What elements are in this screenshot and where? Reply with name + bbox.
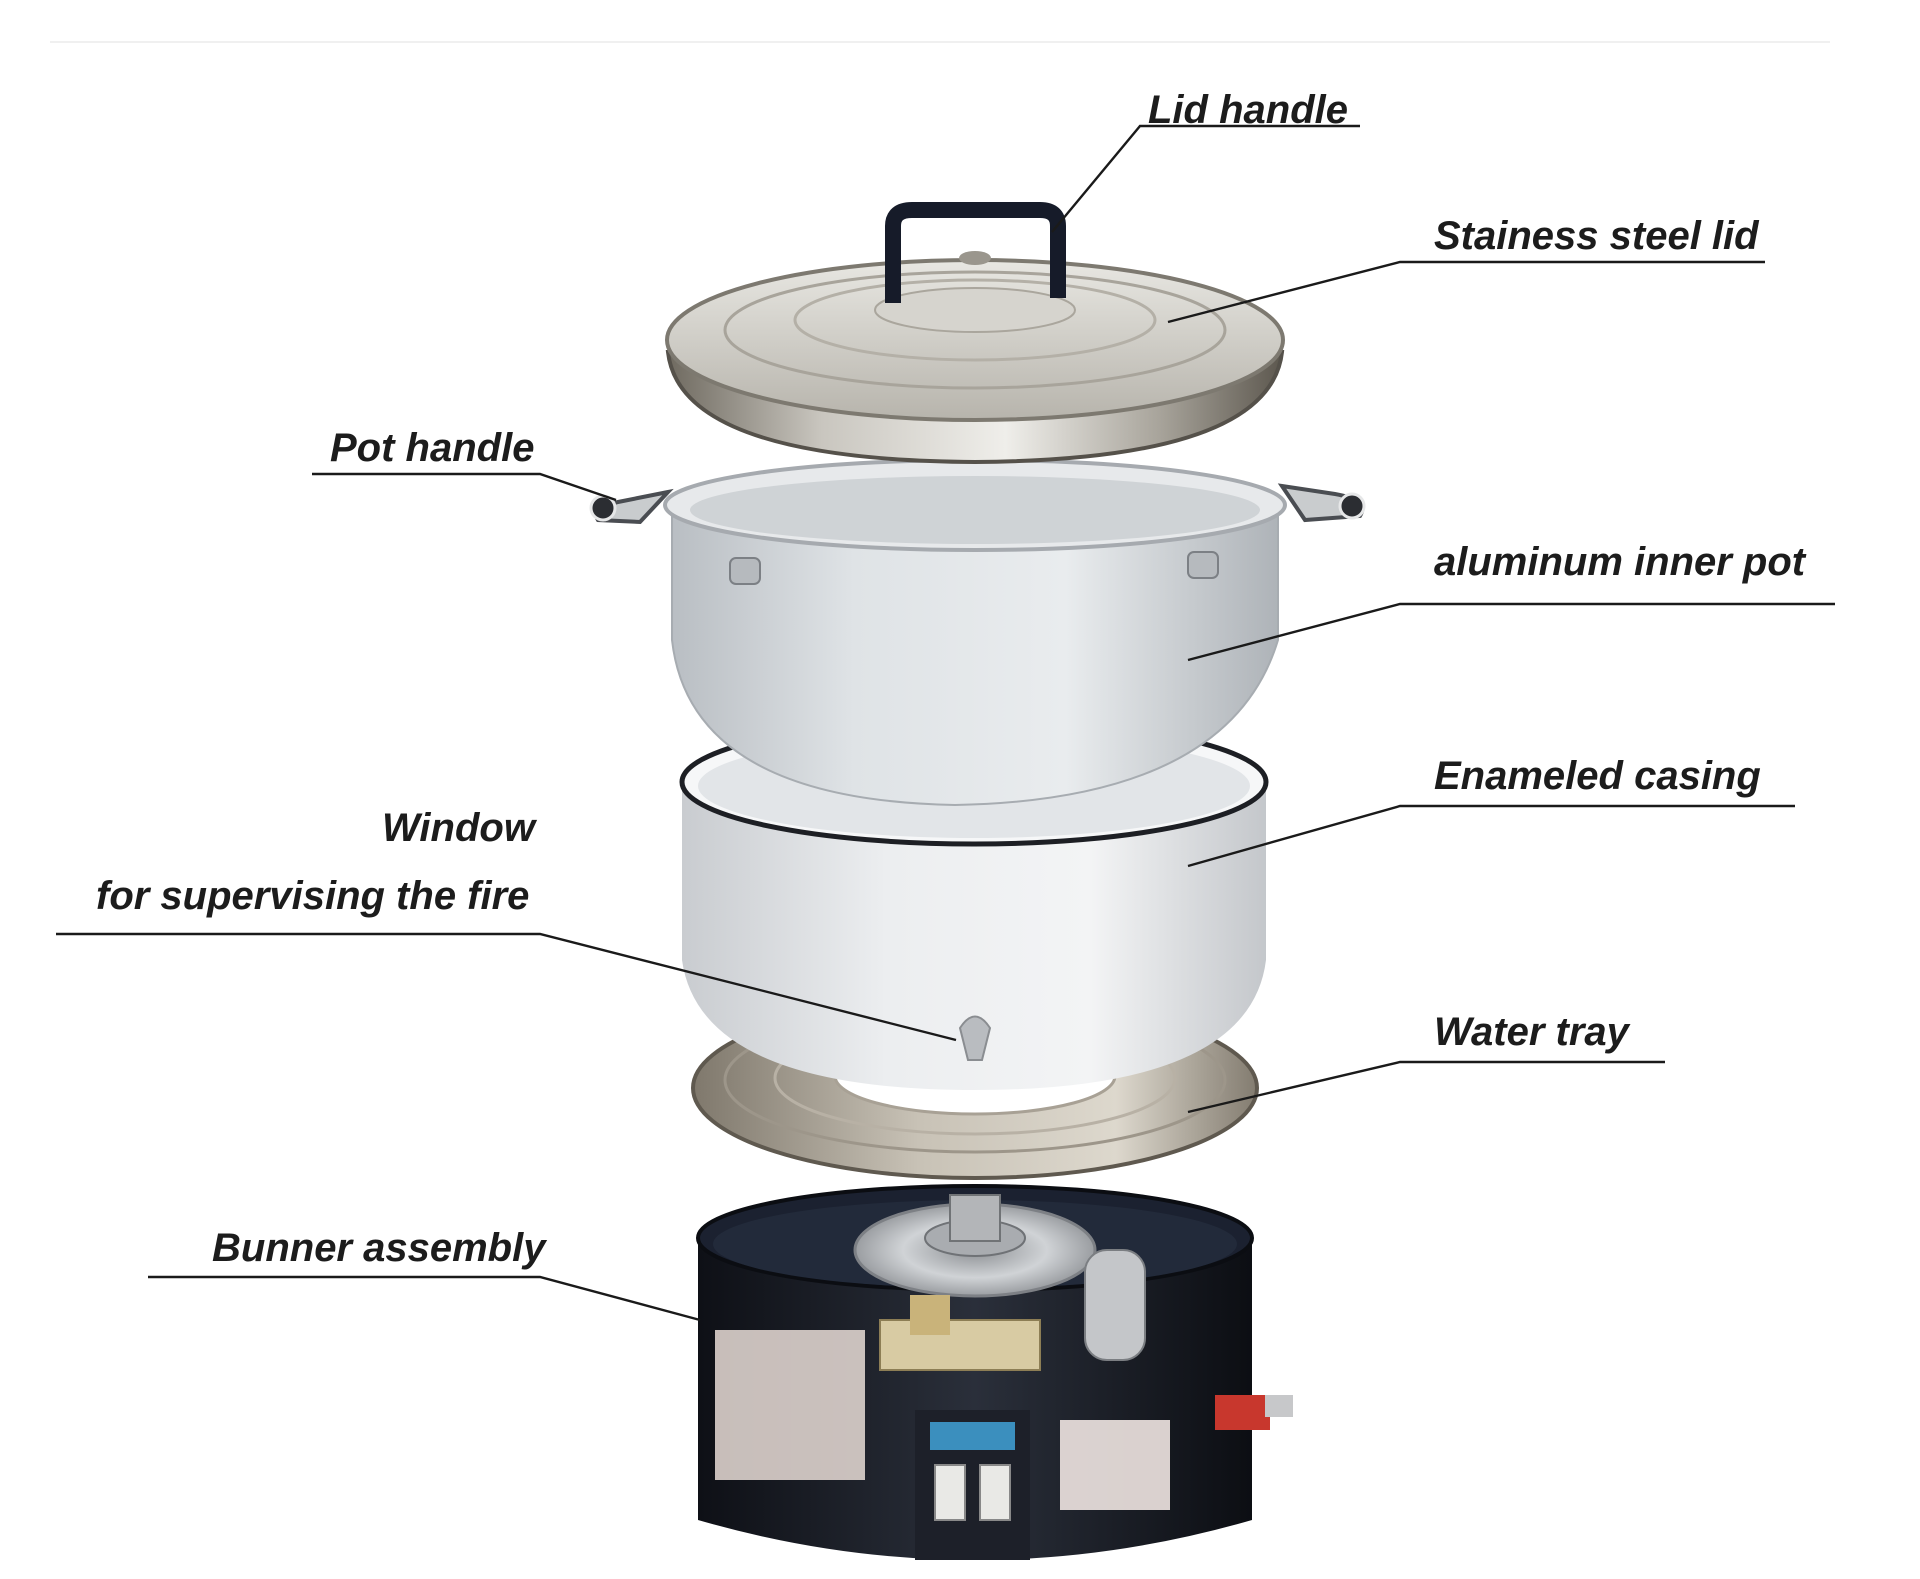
label-window: Window [382,806,535,850]
leader-pot-handle [312,472,617,502]
leader-window [56,932,957,1042]
leader-lid-handle [1051,124,1360,233]
leader-water-tray [1187,1060,1665,1114]
label-burner-assembly: Bunner assembly [212,1226,546,1270]
leader-casing [1187,804,1795,868]
label-water-tray: Water tray [1434,1010,1629,1054]
label-pot-handle: Pot handle [330,426,535,470]
label-aluminum-inner-pot: aluminum inner pot [1434,540,1806,584]
label-enameled-casing: Enameled casing [1434,754,1761,798]
leader-inner-pot [1187,602,1835,662]
label-lid-handle: Lid handle [1148,88,1348,132]
label-stainless-steel-lid: Stainess steel lid [1434,214,1759,258]
leader-lines [56,124,1835,1322]
stainless-steel-lid [665,202,1285,465]
aluminum-inner-pot [589,458,1366,807]
leader-burner [148,1275,701,1322]
leader-lid [1167,260,1765,324]
label-window-subtitle: for supervising the fire [96,874,530,918]
burner-assembly [696,1184,1293,1560]
